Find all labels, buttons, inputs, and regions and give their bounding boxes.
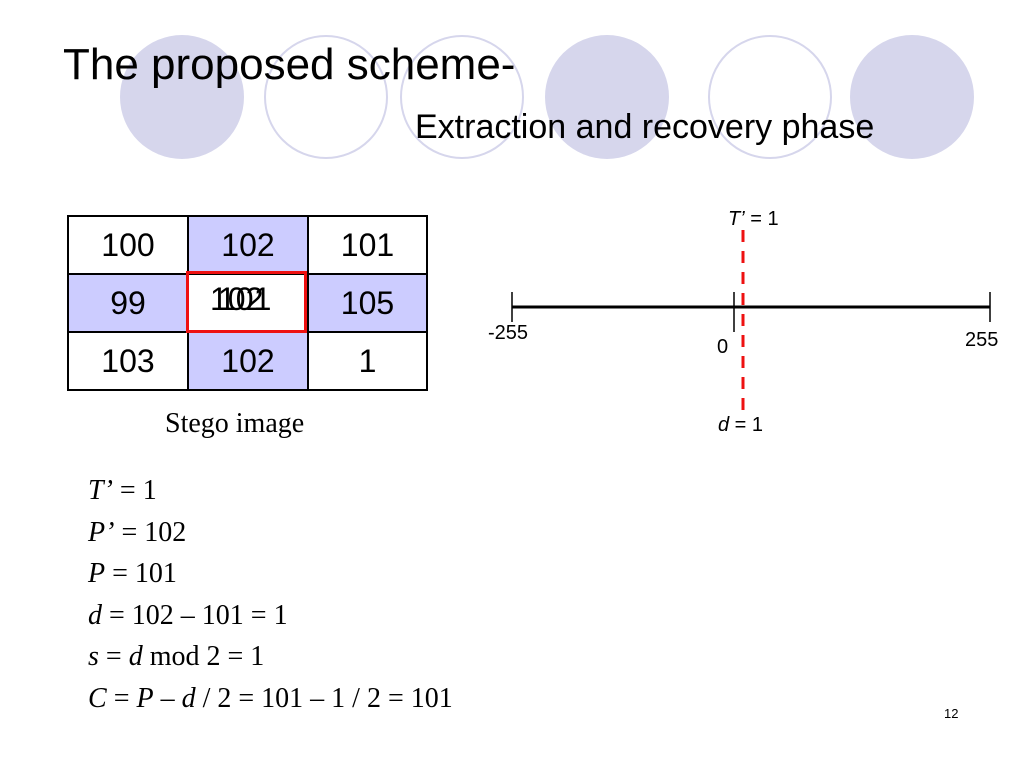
eq-var: P’ [88,516,115,548]
difference-value: = 1 [729,414,764,436]
grid-cell-r2c0: 103 [69,333,189,389]
slide-subtitle: Extraction and recovery phase [415,108,875,146]
eq-var: P [88,558,106,589]
grid-cell-r2c2: 1 [309,333,426,389]
decor-circle-6 [850,35,974,159]
eq-text: = [98,641,129,672]
stego-grid: 100 102 101 99 105 103 102 1 [67,215,428,391]
grid-caption: Stego image [165,408,305,439]
grid-cell-r0c0: 100 [69,217,189,275]
equation-line: C = P – d / 2 = 101 – 1 / 2 = 101 [88,678,453,720]
eq-text: = 101 [105,558,177,589]
threshold-label: T’ = 1 [728,208,779,231]
grid-cell-r1c2: 105 [309,275,426,333]
center-value-stego: 102 [210,281,264,317]
threshold-var: T’ [728,208,745,230]
eq-var: T’ [88,475,113,506]
eq-var: s [88,641,99,672]
grid-cell-r1c1 [189,275,309,333]
eq-var: d [128,641,143,672]
slide-title: The proposed scheme- [63,40,516,89]
number-line-diagram [511,230,991,410]
equation-line: T’ = 1 [88,470,453,512]
eq-text: = 1 [112,475,157,506]
grid-cell-r2c1: 102 [189,333,309,389]
max-label: 255 [965,329,999,351]
grid-cell-r0c1: 102 [189,217,309,275]
page-number: 12 [944,706,959,721]
eq-var: d [181,682,196,714]
equation-line: s = d mod 2 = 1 [88,636,453,678]
decor-circle-3 [400,35,524,159]
decor-circle-1 [120,35,244,159]
center-pixel-values: 102 101 [210,281,290,321]
eq-text: mod 2 = 1 [142,641,265,672]
eq-var: C [88,682,107,714]
equation-line: P’ = 102 [88,512,453,554]
difference-var: d [718,414,730,436]
center-value-recovered: 101 [218,281,272,317]
eq-text: = 102 [114,516,187,548]
min-label: -255 [488,322,529,344]
decor-circle-2 [264,35,388,159]
grid-cell-r1c0: 99 [69,275,189,333]
zero-label: 0 [717,336,729,358]
eq-text: = 102 – 101 = 1 [102,599,288,631]
eq-var: d [88,599,102,631]
equation-line: P = 101 [88,553,453,595]
eq-var: P [136,682,154,714]
equations-block: T’ = 1 P’ = 102 P = 101 d = 102 – 101 = … [88,470,453,719]
grid-cell-r0c2: 101 [309,217,426,275]
difference-label: d = 1 [718,414,763,437]
eq-text: – [153,682,182,714]
equation-line: d = 102 – 101 = 1 [88,595,453,637]
threshold-value: = 1 [744,208,779,230]
eq-text: / 2 = 101 – 1 / 2 = 101 [195,682,453,714]
eq-text: = [106,682,137,714]
decor-circle-5 [708,35,832,159]
decor-circle-4 [545,35,669,159]
